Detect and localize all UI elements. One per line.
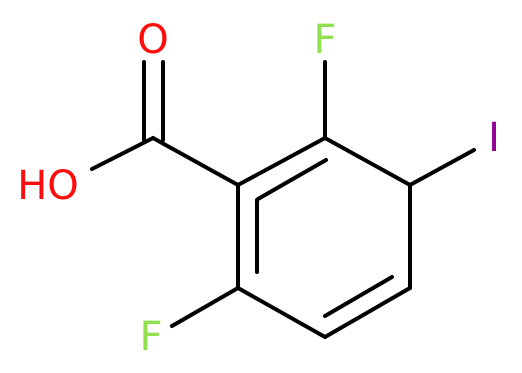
bond-ring-5 bbox=[236, 286, 327, 339]
atom-oxygen-double: O bbox=[137, 17, 168, 63]
bond-ring-4-inner bbox=[323, 275, 394, 318]
bond-carboxyl-ring bbox=[151, 136, 240, 187]
bond-ring-2 bbox=[323, 136, 412, 187]
bond-c-i bbox=[408, 148, 476, 187]
bond-ring-4 bbox=[323, 286, 412, 339]
bond-ring-1-inner bbox=[256, 158, 328, 201]
bond-c-f-bottom bbox=[170, 286, 240, 328]
atom-iodine: I bbox=[488, 115, 500, 161]
bond-ring-1 bbox=[236, 136, 327, 187]
atom-fluorine-top: F bbox=[313, 17, 336, 63]
atom-hydroxyl: HO bbox=[17, 163, 79, 209]
bond-c-oh bbox=[90, 136, 155, 171]
atom-fluorine-bottom: F bbox=[139, 314, 162, 360]
